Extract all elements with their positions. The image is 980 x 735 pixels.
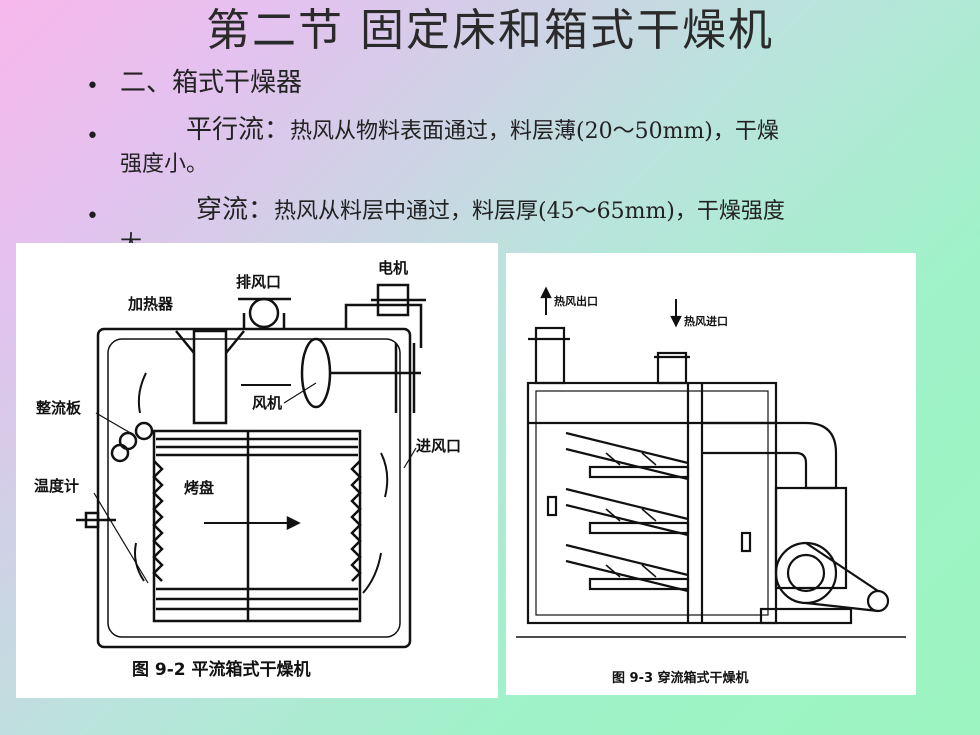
- label-fan: 风机: [252, 394, 282, 412]
- label-heater: 加热器: [127, 295, 174, 313]
- bullet-text-2: 平行流：热风从物料表面通过，料层薄(20～50mm)，干燥: [186, 113, 779, 149]
- label-hot-air-outlet: 热风出口: [554, 294, 598, 308]
- label-exhaust: 排风口: [236, 273, 281, 291]
- bullet-text-1: 二、箱式干燥器: [120, 68, 303, 98]
- label-thermometer: 温度计: [34, 477, 79, 495]
- label-tray: 烤盘: [184, 479, 214, 497]
- slide-title: 第二节 固定床和箱式干燥机: [206, 5, 774, 56]
- bullet-body-through: 热风从料层中通过，料层厚(45～65mm)，干燥强度: [274, 199, 785, 224]
- figure-caption-9-2: 图 9-2 平流箱式干燥机: [132, 660, 311, 680]
- bullet-text-3: 穿流：热风从料层中通过，料层厚(45～65mm)，干燥强度: [196, 193, 785, 229]
- figure-through-flow-dryer: 热风出口 热风进口 图 9-3 穿流箱式干燥机: [506, 253, 916, 695]
- bullet-head-parallel: 平行流：: [186, 115, 291, 145]
- bullet-marker: •: [86, 74, 99, 99]
- bullet-cont-2: 强度小。: [120, 152, 209, 177]
- parallel-flow-dryer-diagram: 排风口 电机 加热器 风机 整流板 进风口 温度计 烤盘: [34, 259, 461, 649]
- label-baffle: 整流板: [36, 399, 82, 417]
- label-hot-air-inlet: 热风进口: [684, 314, 728, 328]
- bullet-marker: •: [86, 204, 99, 229]
- label-motor: 电机: [378, 259, 408, 277]
- bullet-marker: •: [86, 124, 99, 149]
- bullet-body-parallel: 热风从物料表面通过，料层薄(20～50mm)，干燥: [290, 119, 779, 144]
- through-flow-dryer-diagram: 热风出口 热风进口: [516, 286, 906, 638]
- label-inlet: 进风口: [416, 437, 461, 455]
- figure-parallel-flow-dryer: 排风口 电机 加热器 风机 整流板 进风口 温度计 烤盘 图 9-2 平流箱式干…: [16, 243, 498, 698]
- figure-caption-9-3: 图 9-3 穿流箱式干燥机: [612, 671, 749, 686]
- bullet-head-through: 穿流：: [196, 195, 275, 225]
